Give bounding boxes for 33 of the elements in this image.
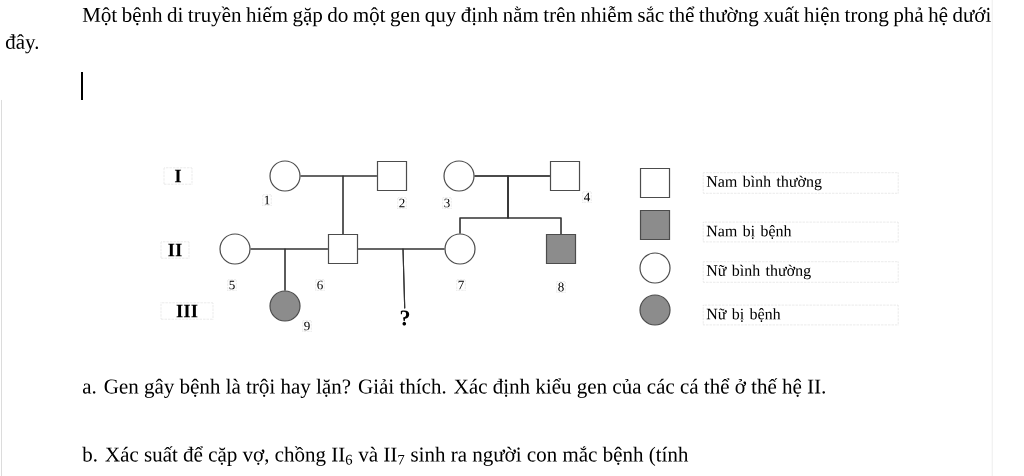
male-square	[549, 160, 581, 192]
pedigree-line	[342, 175, 378, 235]
female-circle	[269, 160, 301, 192]
legend-text: Nữ bình thường	[703, 261, 899, 283]
person-number: 5	[227, 279, 237, 291]
person-number: 1	[262, 194, 272, 206]
male-square	[545, 233, 577, 265]
female-circle	[443, 160, 475, 192]
person-number: 8	[556, 281, 566, 293]
person-number: 6	[315, 279, 325, 291]
paragraph: a. Gen gây bệnh là trội hay lặn? Giải thích. Xác định kiểu gen của các cá thể ở thế hệ II.	[82, 378, 825, 398]
paragraph: b. Xác suất để cặp vợ, chồng II$_{6}$ và II$_{7}$ sinh ra người con mắc bệnh (tính	[82, 446, 689, 466]
pedigree-line	[284, 248, 329, 291]
paragraph: Một bệnh di truyền hiếm gặp do một gen quy định nằm trên nhiễm sắc thể thường xuất hiện trong phả hệ dưới đây.	[5, 6, 991, 54]
person-number: 7	[456, 279, 466, 291]
pedigree-line	[402, 248, 445, 309]
person-number: 3	[442, 197, 452, 209]
generation-label: II	[160, 241, 190, 259]
generation-label: III	[160, 302, 214, 320]
person-number: 9	[302, 320, 312, 332]
female-circle	[219, 233, 251, 265]
male-square	[327, 233, 359, 265]
question-mark: ?	[400, 310, 410, 326]
pedigree-line	[507, 175, 562, 235]
legend-text: Nam bị bệnh	[703, 221, 899, 243]
person-number: 2	[397, 197, 407, 209]
legend-text: Nữ bị bệnh	[703, 304, 899, 326]
female-circle	[269, 290, 301, 322]
male-square	[376, 160, 408, 192]
female-circle	[444, 233, 476, 265]
person-number: 4	[582, 191, 592, 203]
generation-label: I	[163, 167, 193, 185]
legend-text: Nam bình thường	[703, 172, 899, 194]
